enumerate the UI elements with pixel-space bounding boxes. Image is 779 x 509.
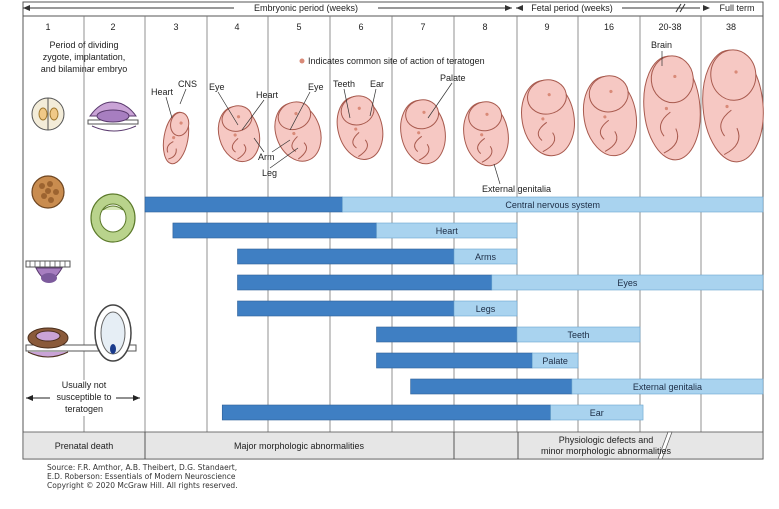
not-susceptible-note: Usually not susceptible to teratogen (26, 380, 140, 416)
label-brain: Brain (651, 40, 672, 50)
embryo (643, 55, 701, 161)
bar-label: External genitalia (633, 382, 702, 392)
embryo (521, 79, 575, 157)
label-ear: Ear (370, 79, 384, 89)
week-number: 8 (482, 22, 487, 32)
bar-less-sensitive-period (453, 300, 518, 317)
not-susceptible-line-1: Usually not (62, 380, 107, 390)
embryo (400, 99, 446, 165)
early-period-line-2: zygote, implantation, (43, 52, 126, 62)
label-eye-wk4: Eye (209, 82, 225, 92)
sensitivity-bars: Central nervous systemHeartArmsEyesLegsT… (144, 196, 764, 421)
teratogen-legend-text: Indicates common site of action of terat… (308, 56, 485, 66)
bar-label: Central nervous system (505, 200, 600, 210)
bar-label: Teeth (567, 330, 589, 340)
physiologic-defects-line-2: minor morphologic abnormalities (541, 446, 672, 456)
label-palate: Palate (440, 73, 466, 83)
period-header: Embryonic period (weeks) Fetal period (w… (23, 3, 763, 17)
source-line-2: E.D. Roberson: Essentials of Modern Neur… (47, 472, 236, 481)
bar-less-sensitive-period (342, 196, 764, 213)
embryo (162, 111, 190, 165)
embryonic-period-label: Embryonic period (weeks) (254, 3, 358, 13)
week-number: 1 (45, 22, 50, 32)
week-number: 5 (296, 22, 301, 32)
week-number: 2 (110, 22, 115, 32)
bar-sensitive-period (237, 274, 493, 291)
embryo (274, 101, 322, 162)
label-leg: Leg (262, 168, 277, 178)
bar-sensitive-period (144, 196, 343, 213)
label-teeth: Teeth (333, 79, 355, 89)
label-eye-wk5: Eye (308, 82, 324, 92)
morula-illustration (31, 175, 65, 209)
week-number: 6 (358, 22, 363, 32)
not-susceptible-line-2: susceptible to (56, 392, 111, 402)
bar-sensitive-period (221, 404, 551, 421)
bar-less-sensitive-period (491, 274, 764, 291)
label-leader-lines (165, 51, 663, 185)
week-number: 3 (173, 22, 178, 32)
teratogen-site-dot-icon (299, 58, 305, 64)
early-period-text: Period of dividing zygote, implantation,… (41, 40, 128, 74)
bar-less-sensitive-period (376, 222, 518, 239)
structure-labels: Heart CNS Eye Heart Eye Teeth Ear Palate… (151, 40, 672, 194)
source-citation: Source: F.R. Amthor, A.B. Theibert, D.G.… (47, 463, 238, 490)
early-period-line-1: Period of dividing (49, 40, 118, 50)
bar-less-sensitive-period (453, 248, 518, 265)
source-line-1: Source: F.R. Amthor, A.B. Theibert, D.G.… (47, 463, 238, 472)
bar-sensitive-period (376, 352, 533, 369)
bar-label: Arms (475, 252, 496, 262)
week-number: 4 (234, 22, 239, 32)
embryo-illustrations (162, 49, 764, 167)
bar-sensitive-period (376, 326, 518, 343)
bilaminar-illustration (25, 260, 71, 283)
early-period-line-3: and bilaminar embryo (41, 64, 128, 74)
bar-label: Heart (436, 226, 459, 236)
not-susceptible-line-3: teratogen (65, 404, 103, 414)
label-heart-wk3: Heart (151, 87, 174, 97)
source-line-3: Copyright © 2020 McGraw Hill. All rights… (47, 481, 238, 490)
fetal-period-label: Fetal period (weeks) (531, 3, 613, 13)
week-numbers: 1 2 3 4 5 6 7 8 9 16 20-38 38 (45, 22, 736, 32)
label-cns: CNS (178, 79, 197, 89)
bar-less-sensitive-period (516, 326, 641, 343)
week-number: 9 (544, 22, 549, 32)
prenatal-death-text: Prenatal death (55, 441, 114, 451)
bar-less-sensitive-period (571, 378, 764, 395)
label-external-genitalia: External genitalia (482, 184, 551, 194)
bar-sensitive-period (410, 378, 573, 395)
bar-less-sensitive-period (531, 352, 579, 369)
bar-sensitive-period (237, 300, 455, 317)
trilaminar-illustration (25, 327, 137, 358)
bar-sensitive-period (172, 222, 377, 239)
zygote-illustration (31, 97, 65, 131)
bar-label: Ear (590, 408, 604, 418)
major-abnormalities-text: Major morphologic abnormalities (234, 441, 365, 451)
week-number: 38 (726, 22, 736, 32)
teratogen-legend: Indicates common site of action of terat… (299, 56, 485, 66)
embryo (582, 75, 638, 157)
embryo (463, 101, 509, 167)
physiologic-defects-line-1: Physiologic defects and (559, 435, 654, 445)
week-number: 16 (604, 22, 614, 32)
embryonic-disc-illustration (94, 304, 132, 362)
embryo (702, 49, 764, 163)
bar-sensitive-period (237, 248, 455, 265)
bar-less-sensitive-period (550, 404, 644, 421)
bar-label: Legs (476, 304, 496, 314)
full-term-label: Full term (719, 3, 754, 13)
week-number: 20-38 (658, 22, 681, 32)
blastocyst-illustration (90, 193, 136, 243)
outcome-footer: Prenatal death Major morphologic abnorma… (22, 431, 764, 460)
bar-label: Palate (542, 356, 568, 366)
label-arm: Arm (258, 152, 275, 162)
implantation-illustration (87, 101, 139, 132)
label-heart-wk4: Heart (256, 90, 279, 100)
week-number: 7 (420, 22, 425, 32)
bar-label: Eyes (617, 278, 638, 288)
